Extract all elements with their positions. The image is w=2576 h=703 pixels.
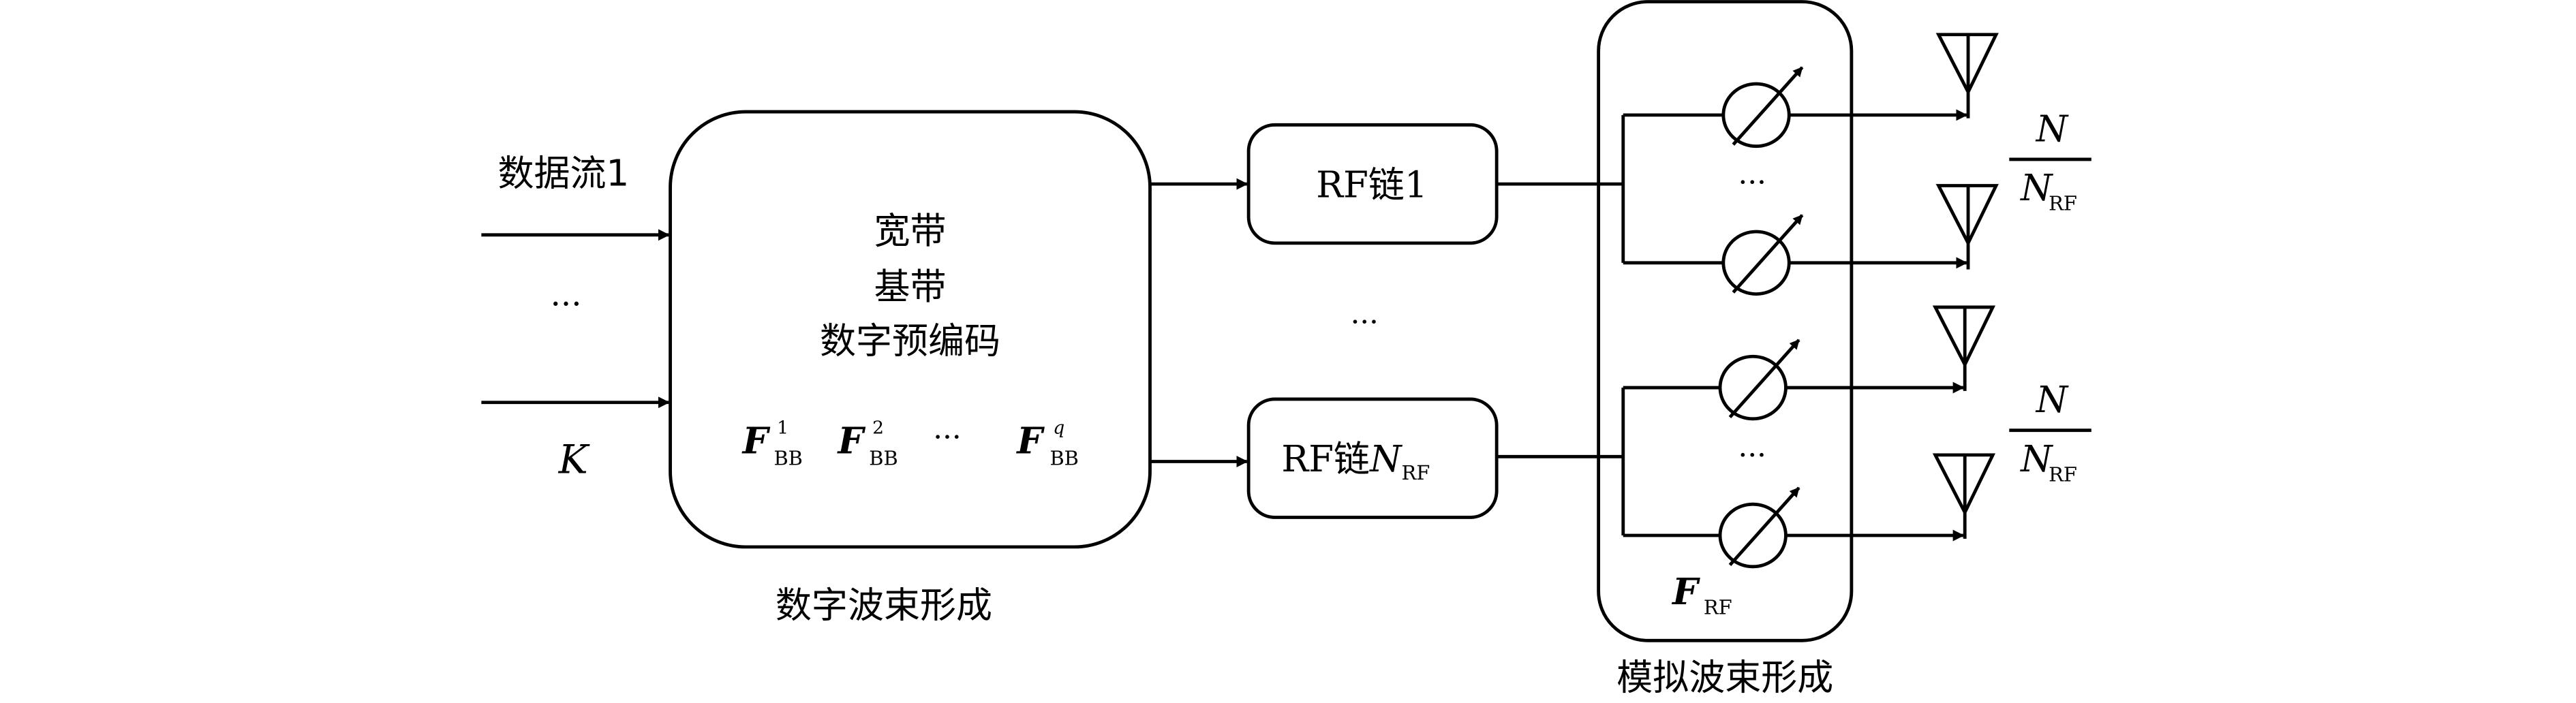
svg-text:N: N (2035, 379, 2069, 421)
antenna-group-fraction-upper: N N RF (2009, 108, 2091, 215)
rf-chain-first-label: RF链1 (1316, 163, 1427, 206)
phase-shifter-2 (1623, 214, 1968, 296)
rf-chain-last-label: RF链NRF (1281, 438, 1430, 484)
phase-shifter-3 (1623, 339, 1965, 421)
phase-shifter-4 (1623, 486, 1965, 569)
svg-text:F: F (741, 419, 771, 462)
svg-text:N: N (2035, 108, 2069, 150)
svg-text:BB: BB (1049, 446, 1078, 469)
phase-shifter-1 (1623, 66, 1968, 149)
svg-text:F: F (1671, 570, 1700, 613)
svg-text:F: F (836, 419, 865, 462)
digital-precoding-block (669, 110, 1152, 549)
svg-text:N: N (2019, 167, 2053, 209)
antenna-icon (1935, 33, 1999, 119)
digital-caption: 数字波束形成 (776, 584, 992, 627)
analog-caption: 模拟波束形成 (1616, 657, 1833, 699)
svg-text:1: 1 (777, 418, 788, 439)
svg-text:N: N (2019, 438, 2053, 480)
matrix-fbb-1: F 1 BB (741, 418, 803, 470)
antenna-icon (1932, 453, 1996, 539)
svg-text:2: 2 (872, 418, 884, 439)
matrix-frf: F RF (1671, 570, 1732, 619)
svg-text:F: F (1015, 419, 1045, 462)
antenna-icon (1932, 305, 1996, 391)
digital-line1: 宽带 (874, 210, 947, 252)
svg-text:RF: RF (2049, 463, 2077, 486)
stream-first-label: 数据流1 (497, 153, 629, 195)
matrix-ellipsis: ··· (933, 420, 961, 454)
shifter-ellipsis-upper: ··· (1738, 166, 1766, 200)
matrix-fbb-q: F q BB (1015, 418, 1079, 470)
shifter-ellipsis-lower: ··· (1738, 438, 1766, 472)
input-ellipsis: ··· (551, 285, 582, 324)
digital-line2: 基带 (874, 266, 947, 308)
matrix-fbb-2: F 2 BB (836, 418, 898, 470)
svg-text:RF: RF (1704, 596, 1732, 619)
antenna-group-fraction-lower: N N RF (2009, 379, 2091, 486)
antenna-icon (1935, 184, 1999, 270)
svg-text:BB: BB (869, 446, 898, 469)
svg-text:BB: BB (773, 446, 802, 469)
rf-chain-ellipsis: ··· (1351, 305, 1379, 339)
digital-line3: 数字预编码 (820, 319, 1000, 362)
svg-text:q: q (1053, 418, 1064, 439)
analog-beamforming-block (1597, 0, 1854, 642)
svg-text:RF: RF (2049, 192, 2077, 215)
stream-last-label: K (558, 436, 591, 482)
